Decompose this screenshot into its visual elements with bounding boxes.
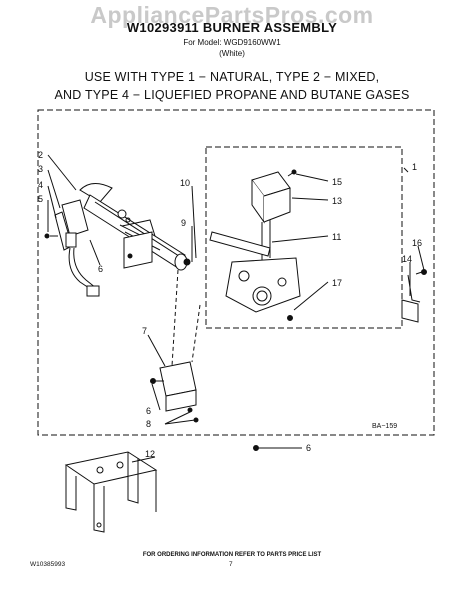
support-bracket-part (150, 269, 201, 423)
model-subtitle: For Model: WGD9160WW1 (183, 38, 281, 47)
diagram-code: BA−159 (372, 423, 397, 430)
callout-17: 17 (332, 278, 342, 288)
flame-sensor-part (121, 219, 156, 269)
page-title: W10293911 BURNER ASSEMBLY (126, 20, 338, 35)
side-bracket-part (401, 269, 427, 323)
callout-5: 5 (38, 194, 43, 204)
usage-line-1: USE WITH TYPE 1 − NATURAL, TYPE 2 − MIXE… (84, 70, 380, 84)
watermark: AppliancePartsPros.com (90, 2, 374, 28)
callout-16: 16 (412, 238, 422, 248)
outer-assembly-boundary (37, 109, 435, 436)
callout-10: 10 (180, 178, 190, 188)
callout-9: 9 (181, 218, 186, 228)
callout-3: 3 (38, 164, 43, 174)
gas-valve-part (209, 169, 301, 321)
mounting-bracket-part (64, 451, 158, 533)
callout-2: 2 (38, 150, 43, 160)
callout-6-lower: 6 (306, 443, 311, 453)
color-subtitle: (White) (219, 49, 245, 58)
callout-11: 11 (332, 232, 341, 242)
page-number: 7 (229, 561, 233, 568)
callout-1: 1 (412, 162, 417, 172)
igniter-part (44, 199, 100, 297)
callout-7: 7 (142, 326, 147, 336)
leader-lines (47, 154, 425, 463)
callout-6-middle: 6 (146, 406, 151, 416)
callout-6-upper: 6 (98, 264, 103, 274)
callout-15: 15 (332, 177, 342, 187)
callout-12: 12 (145, 449, 155, 459)
callout-13: 13 (332, 196, 342, 206)
document-number: W10385993 (30, 561, 66, 568)
burner-tube-part (79, 183, 191, 271)
ordering-note: FOR ORDERING INFORMATION REFER TO PARTS … (142, 552, 322, 558)
callout-4: 4 (38, 180, 43, 190)
callout-8: 8 (146, 419, 151, 429)
usage-line-2: AND TYPE 4 − LIQUEFIED PROPANE AND BUTAN… (54, 88, 410, 102)
callout-14: 14 (402, 254, 412, 264)
